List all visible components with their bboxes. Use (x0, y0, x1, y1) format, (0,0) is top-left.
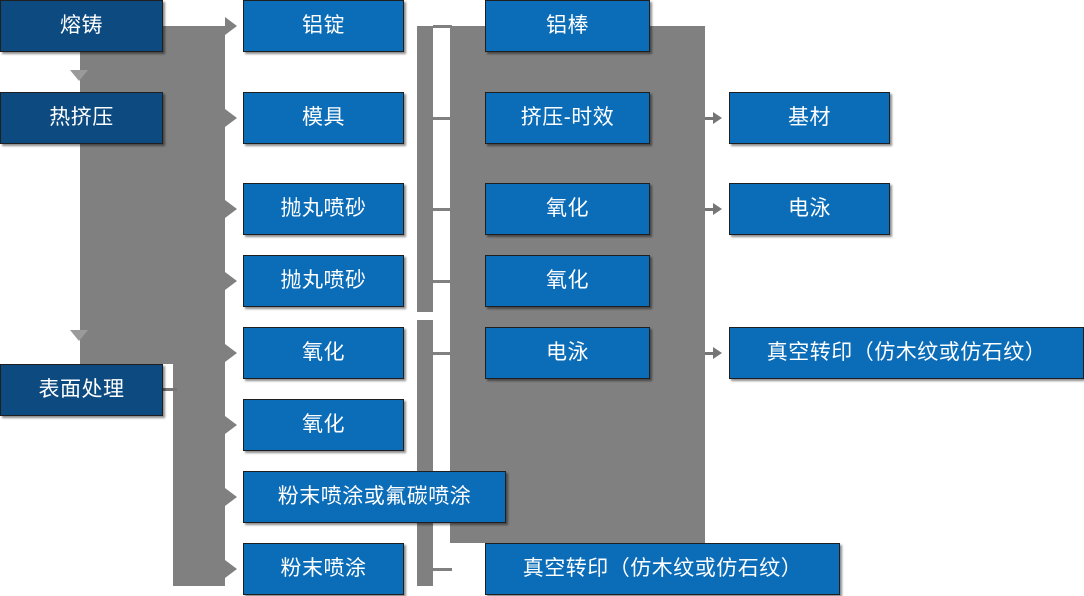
stage-box-base-material[interactable]: 基材 (729, 92, 890, 144)
arrow-line-to-electrophoresis-2 (705, 208, 717, 211)
stage-label: 氧化 (302, 413, 345, 437)
connector-surface-treatment-tail (163, 388, 177, 391)
stage-label: 基材 (788, 106, 831, 130)
stage-box-oxidation-1[interactable]: 氧化 (243, 327, 404, 379)
arrow-to-oxidation-2 (225, 416, 237, 434)
arrow-down-extrusion-to-surface (70, 330, 88, 341)
stage-box-electrophoresis-1[interactable]: 电泳 (485, 327, 650, 379)
arrow-to-mold (225, 109, 237, 127)
stage-label: 熔铸 (60, 14, 103, 38)
stage-box-hot-extrusion[interactable]: 热挤压 (0, 92, 163, 144)
connector-rail-lower (417, 320, 433, 586)
arrow-to-shot-blasting-2 (225, 272, 237, 290)
stage-box-aluminum-rod[interactable]: 铝棒 (485, 0, 650, 52)
stage-label: 抛丸喷砂 (280, 197, 367, 221)
stage-box-powder-coating[interactable]: 粉末喷涂 (243, 543, 404, 595)
arrow-head-to-base-material (713, 112, 722, 124)
stage-box-shot-blasting-1[interactable]: 抛丸喷砂 (243, 183, 404, 235)
arrow-to-powder-or-pvdf (225, 488, 237, 506)
stage-box-vacuum-transfer-2[interactable]: 真空转印（仿木纹或仿石纹） (729, 327, 1084, 379)
stage-label: 热挤压 (49, 106, 114, 130)
stage-box-shot-blasting-2[interactable]: 抛丸喷砂 (243, 255, 404, 307)
arrow-to-shot-blasting-1 (225, 200, 237, 218)
stage-box-oxidation-3[interactable]: 氧化 (485, 183, 650, 235)
stage-label: 抛丸喷砂 (280, 269, 367, 293)
stage-label: 挤压-时效 (520, 106, 615, 130)
connector-block-left-lower (173, 364, 225, 586)
connector-stub-3 (433, 208, 452, 211)
stage-label: 表面处理 (38, 378, 125, 402)
stage-box-powder-or-pvdf[interactable]: 粉末喷涂或氟碳喷涂 (243, 471, 506, 523)
arrow-head-to-electrophoresis-2 (713, 203, 722, 215)
arrow-line-to-vacuum-transfer-2 (705, 352, 717, 355)
stage-label: 铝棒 (546, 14, 589, 38)
connector-stub-6 (433, 568, 452, 571)
stage-label: 真空转印（仿木纹或仿石纹） (522, 557, 803, 581)
stage-label: 粉末喷涂 (280, 557, 367, 581)
stage-box-vacuum-transfer-1[interactable]: 真空转印（仿木纹或仿石纹） (485, 543, 840, 595)
stage-box-oxidation-4[interactable]: 氧化 (485, 255, 650, 307)
stage-label: 真空转印（仿木纹或仿石纹） (766, 341, 1047, 365)
arrow-head-to-vacuum-transfer-2 (713, 347, 722, 359)
arrow-to-oxidation-1 (225, 344, 237, 362)
stage-box-mold[interactable]: 模具 (243, 92, 404, 144)
stage-label: 粉末喷涂或氟碳喷涂 (277, 485, 472, 509)
stage-box-aluminum-ingot[interactable]: 铝锭 (243, 0, 404, 52)
stage-box-oxidation-2[interactable]: 氧化 (243, 399, 404, 451)
arrow-to-powder-coating (225, 560, 237, 578)
stage-label: 氧化 (546, 197, 589, 221)
arrow-line-to-base-material (705, 117, 717, 120)
connector-stub-1 (433, 25, 452, 28)
stage-label: 氧化 (546, 269, 589, 293)
connector-rail-upper (417, 26, 433, 312)
connector-block-left-upper (80, 26, 225, 364)
stage-label: 模具 (302, 106, 345, 130)
stage-box-melt-cast[interactable]: 熔铸 (0, 0, 163, 52)
stage-box-extrusion-aging[interactable]: 挤压-时效 (485, 92, 650, 144)
stage-box-electrophoresis-2[interactable]: 电泳 (729, 183, 890, 235)
connector-stub-2 (433, 117, 452, 120)
stage-label: 电泳 (788, 197, 831, 221)
stage-box-surface-treatment[interactable]: 表面处理 (0, 364, 163, 416)
connector-stub-5 (433, 352, 452, 355)
stage-label: 氧化 (302, 341, 345, 365)
connector-stub-4 (433, 280, 452, 283)
arrow-down-melt-to-extrusion (70, 70, 88, 81)
arrow-to-aluminum-ingot (225, 17, 237, 35)
stage-label: 铝锭 (302, 14, 345, 38)
stage-label: 电泳 (546, 341, 589, 365)
